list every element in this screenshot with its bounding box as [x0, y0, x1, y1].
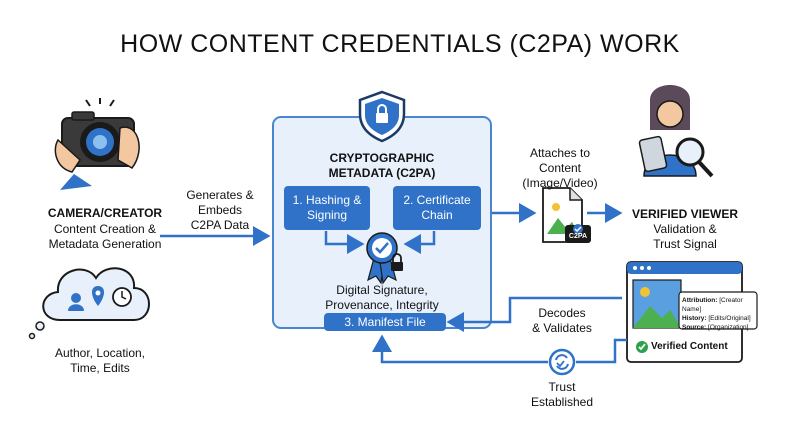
decodes-line2: & Validates — [532, 321, 592, 335]
hashing-box: 1. Hashing & Signing — [284, 186, 370, 230]
viewer-heading: VERIFIED VIEWER — [631, 207, 738, 221]
trust-line2: Established — [530, 395, 594, 409]
manifest-file-box: 3. Manifest File — [324, 313, 446, 331]
arrow-decodes — [446, 296, 622, 332]
attribution-tooltip — [678, 291, 758, 330]
generates-line2: Embeds — [197, 203, 243, 217]
crypto-heading1: CRYPTOGRAPHIC — [329, 151, 435, 165]
crypto-heading2: METADATA (C2PA) — [328, 166, 436, 180]
arrow-hashing-to-badge — [324, 231, 365, 254]
refresh-icon — [548, 348, 576, 376]
generates-line3: C2PA Data — [190, 218, 250, 232]
camera-line2: Metadata Generation — [48, 237, 162, 251]
cert-line1: 2. Certificate — [403, 193, 471, 207]
cloud-line2: Time, Edits — [70, 361, 130, 375]
arrow-trust-loop — [576, 338, 627, 364]
shield-lock-icon — [358, 90, 406, 143]
attr-value: [Creator Name] — [682, 297, 743, 313]
cert-line2: Chain — [421, 208, 453, 222]
verified-content-label: Verified Content — [651, 341, 728, 352]
generates-line1: Generates & — [186, 188, 254, 202]
src-label: Source: — [682, 324, 707, 331]
arrow-cert-to-badge — [403, 231, 436, 254]
decodes-line1: Decodes — [538, 306, 586, 320]
hashing-line2: Signing — [306, 208, 348, 222]
attaches-line3: (Image/Video) — [522, 176, 598, 190]
viewer-person-icon — [638, 85, 714, 178]
c2pa-badge-label: C2PA — [568, 233, 588, 240]
page-title: HOW CONTENT CREDENTIALS (C2PA) WORK — [120, 30, 680, 58]
certificate-box: 2. Certificate Chain — [393, 186, 481, 230]
viewer-line1: Validation & — [653, 222, 717, 236]
camera-line1: Content Creation & — [53, 222, 157, 236]
hist-value: [Edits/Original] — [708, 315, 751, 322]
camera-heading: CAMERA/CREATOR — [47, 206, 163, 220]
attaches-line2: Content — [538, 161, 582, 175]
attr-label: Attribution: — [682, 297, 718, 304]
trust-line1: Trust — [548, 380, 576, 394]
viewer-line2: Trust Signal — [653, 237, 717, 251]
camera-icon — [54, 98, 140, 190]
attaches-line1: Attaches to — [529, 146, 591, 160]
signature-line2: Provenance, Integrity — [325, 298, 439, 312]
tooltip-text: Attribution: [Creator Name] History: [Ed… — [682, 296, 758, 332]
hashing-line1: 1. Hashing & — [292, 193, 362, 207]
cloud-icon — [28, 267, 150, 340]
signature-line1: Digital Signature, — [336, 283, 428, 297]
cloud-line1: Author, Location, — [54, 346, 146, 360]
src-value: [Organization] — [708, 324, 749, 331]
ribbon-badge-icon — [366, 232, 403, 285]
hist-label: History: — [682, 315, 707, 322]
